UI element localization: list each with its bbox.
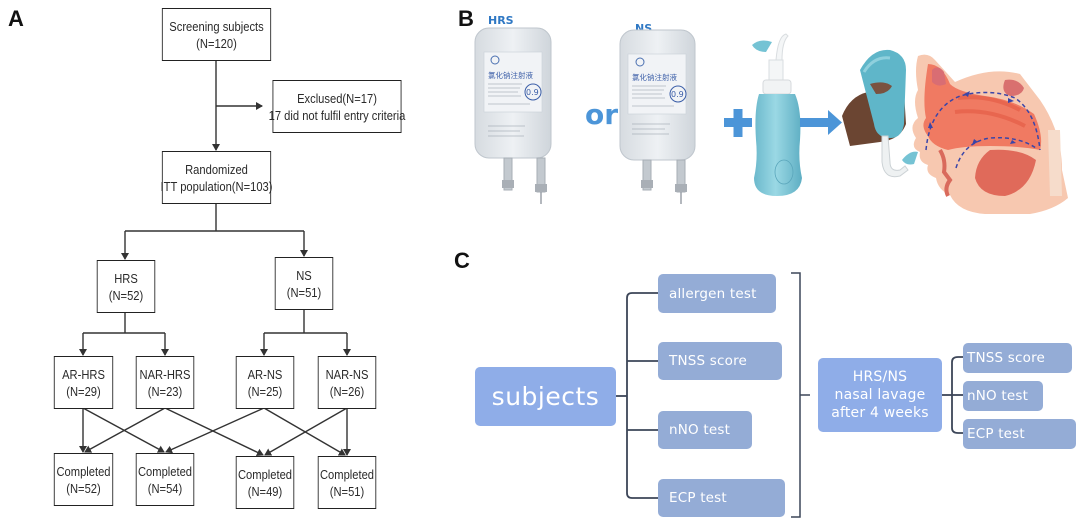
subgroup-count: (N=23) — [147, 383, 183, 399]
panel-c-label: C — [454, 248, 470, 273]
excluded-box: Exclused(N=17) 17 did not fulfil entry c… — [269, 80, 405, 133]
completed-title: Completed — [56, 463, 111, 479]
nasal-cavity-cross-section-icon — [912, 54, 1068, 214]
saline-bag-hrs-icon: 氯化钠注射液 0.9 — [474, 27, 552, 204]
bag-concentration: 0.9 — [671, 90, 684, 99]
excluded-title: Exclused(N=17) — [297, 90, 377, 106]
group-title: HRS — [114, 270, 138, 286]
hand-with-bottle-icon — [842, 49, 918, 178]
completed-title: Completed — [237, 466, 293, 482]
connector-tree-left — [626, 292, 658, 499]
plus-icon — [724, 109, 752, 137]
baseline-test-allergen: allergen test — [658, 274, 776, 313]
subgroup-title: AR-HRS — [62, 366, 105, 382]
completed-box-3: Completed (N=49) — [235, 456, 295, 509]
screening-subjects-box: Screening subjects (N=120) — [161, 8, 272, 61]
subgroup-title: NAR-HRS — [139, 366, 191, 382]
completed-count: (N=51) — [329, 483, 365, 499]
subgroup-box-ar-hrs: AR-HRS (N=29) — [53, 356, 114, 409]
subgroup-box-nar-hrs: NAR-HRS (N=23) — [135, 356, 195, 409]
excluded-detail: 17 did not fulfil entry criteria — [268, 107, 406, 123]
subgroup-title: AR-NS — [247, 366, 283, 382]
completed-count: (N=54) — [147, 480, 183, 496]
intervention-line-2: nasal lavage — [834, 387, 926, 403]
bracket — [791, 272, 801, 518]
saline-bag-ns-icon: 氯化钠注射液 0.9 — [619, 29, 696, 204]
bag-text-cn: 氯化钠注射液 — [488, 70, 533, 80]
screening-title: Screening subjects — [169, 18, 264, 34]
group-box-ns: NS (N=51) — [274, 257, 334, 310]
nasal-rinse-bottle-icon — [752, 33, 802, 196]
completed-box-1: Completed (N=52) — [53, 453, 114, 506]
arrow-right-icon — [800, 110, 842, 135]
subgroup-box-ar-ns: AR-NS (N=25) — [235, 356, 295, 409]
panel-a-label: A — [8, 6, 24, 31]
randomized-detail: ITT population(N=103) — [160, 178, 273, 194]
followup-test-nno: nNO test — [963, 381, 1043, 411]
subgroup-count: (N=26) — [329, 383, 365, 399]
subgroup-count: (N=29) — [66, 383, 101, 399]
completed-count: (N=52) — [66, 480, 101, 496]
subjects-box: subjects — [475, 367, 616, 426]
completed-count: (N=49) — [247, 483, 283, 499]
bag-concentration: 0.9 — [526, 88, 539, 97]
completed-box-4: Completed (N=51) — [317, 456, 377, 509]
screening-count: (N=120) — [196, 35, 237, 51]
subgroup-count: (N=25) — [247, 383, 283, 399]
subgroup-box-nar-ns: NAR-NS (N=26) — [317, 356, 377, 409]
intervention-line-1: HRS/NS — [852, 369, 908, 385]
group-count: (N=52) — [108, 287, 144, 303]
completed-box-2: Completed (N=54) — [135, 453, 195, 506]
randomized-title: Randomized — [185, 161, 248, 177]
bag-label-hrs: HRS — [488, 14, 514, 27]
bag-text-cn: 氯化钠注射液 — [632, 72, 677, 82]
completed-title: Completed — [319, 466, 375, 482]
baseline-test-tnss: TNSS score — [658, 342, 782, 380]
intervention-line-3: after 4 weeks — [831, 405, 929, 421]
followup-test-ecp: ECP test — [963, 419, 1076, 449]
group-box-hrs: HRS (N=52) — [96, 260, 156, 313]
subgroup-title: NAR-NS — [325, 366, 369, 382]
intervention-box: HRS/NS nasal lavage after 4 weeks — [818, 358, 942, 432]
randomized-box: Randomized ITT population(N=103) — [160, 151, 273, 204]
group-count: (N=51) — [286, 284, 322, 300]
completed-title: Completed — [137, 463, 193, 479]
followup-test-tnss: TNSS score — [963, 343, 1072, 373]
baseline-test-nno: nNO test — [658, 411, 752, 449]
panel-b-label: B — [458, 6, 474, 31]
or-text: or — [585, 98, 619, 131]
baseline-test-ecp: ECP test — [658, 479, 785, 517]
group-title: NS — [296, 267, 312, 283]
